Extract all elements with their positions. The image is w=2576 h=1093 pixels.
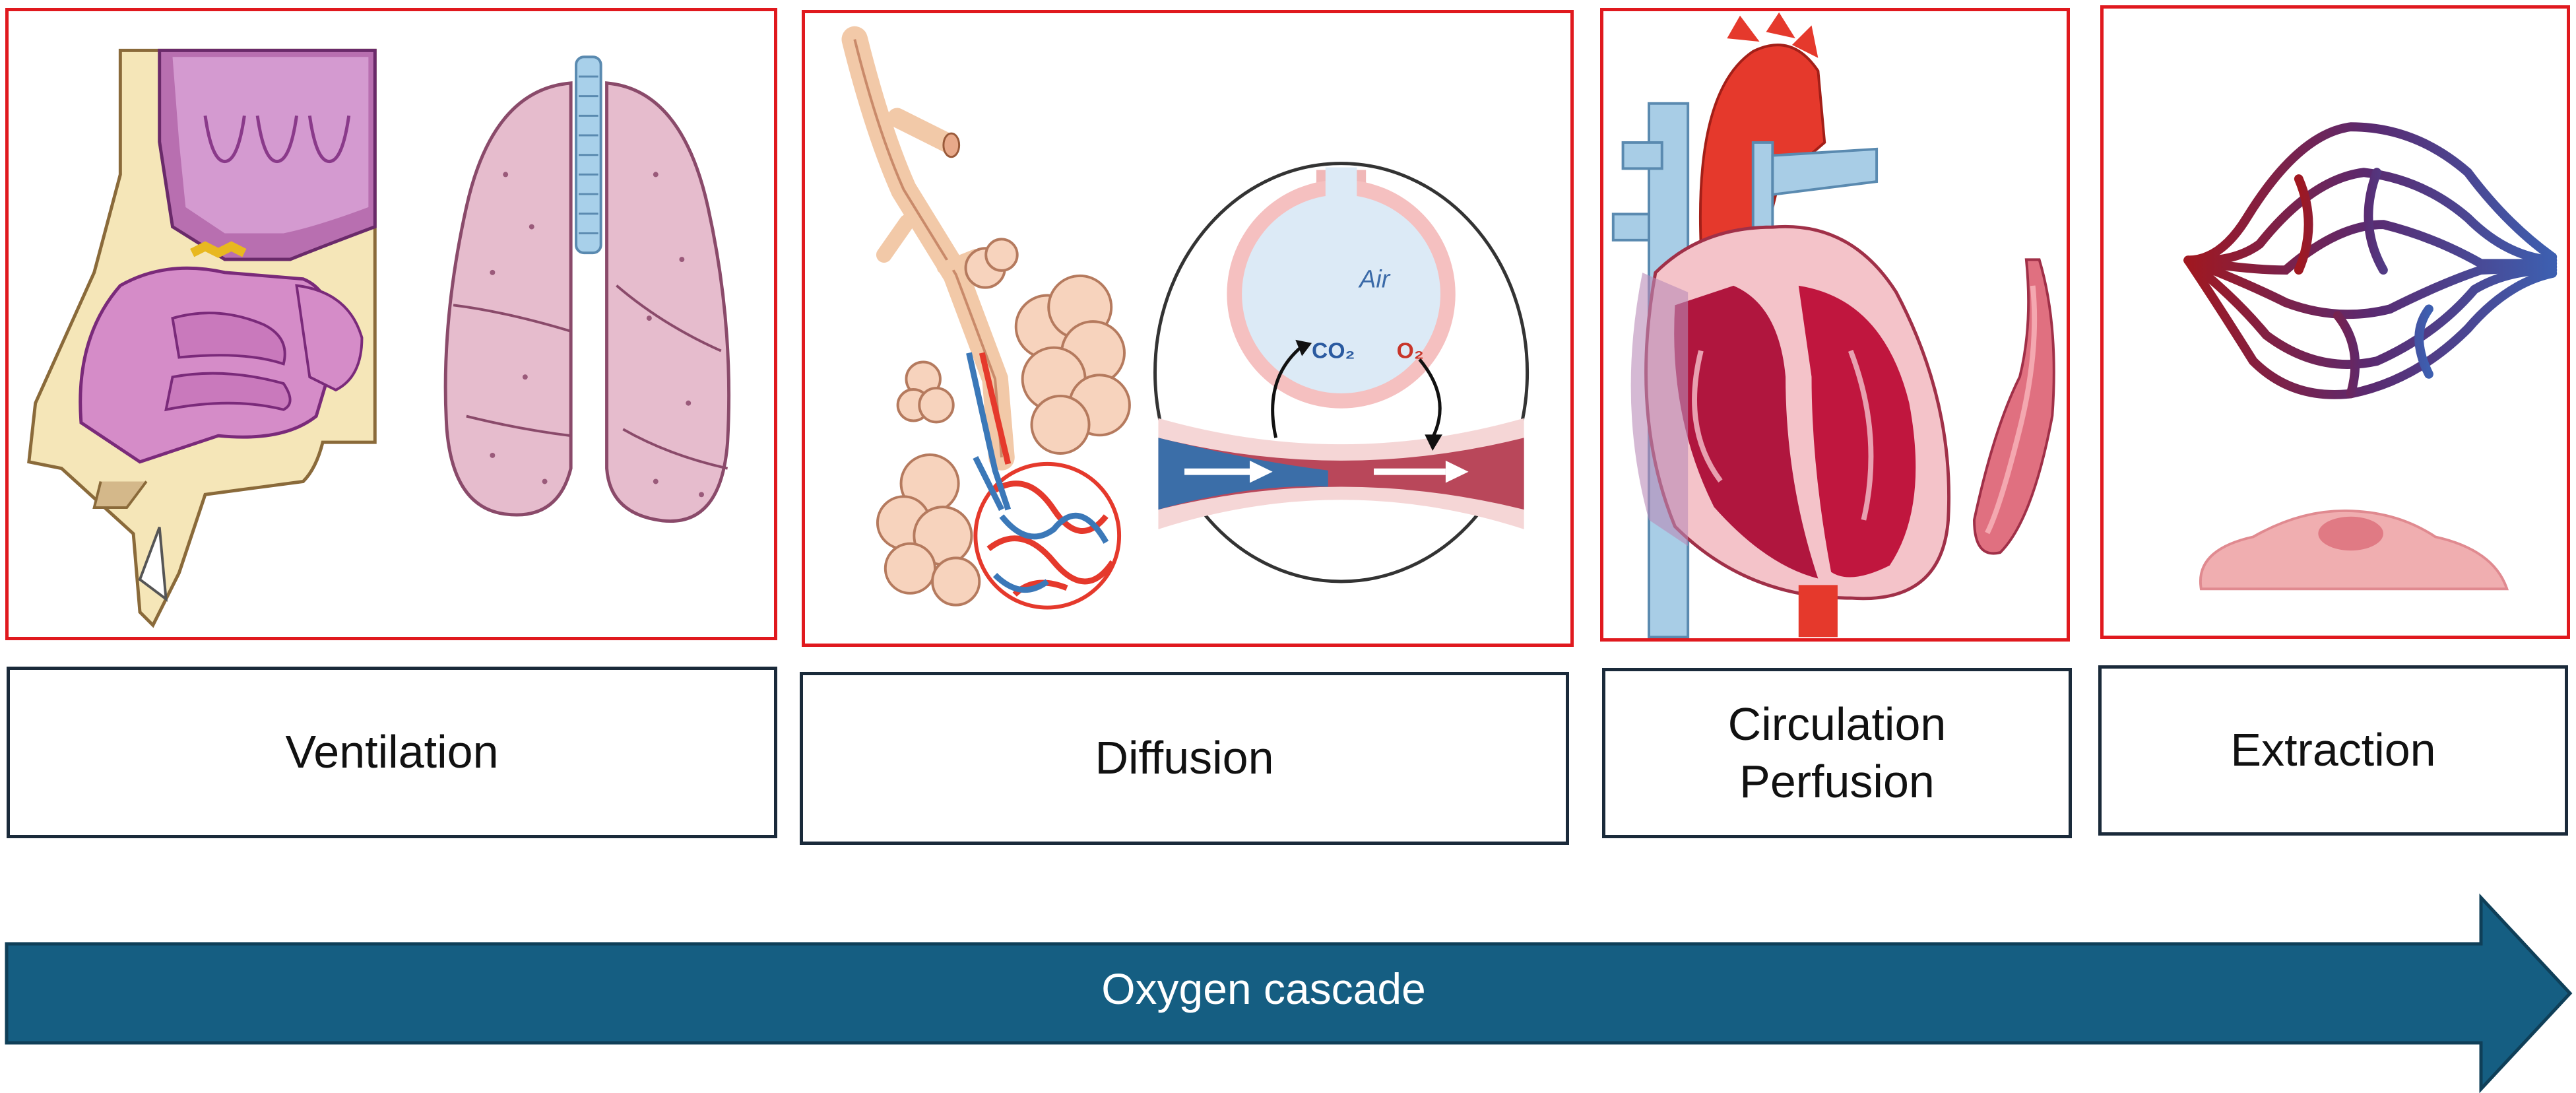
lungs-icon xyxy=(443,55,731,523)
circulation-label: Circulation xyxy=(1727,698,1947,750)
oxygen-cascade-label: Oxygen cascade xyxy=(1101,964,1426,1013)
co2-label: CO₂ xyxy=(1312,339,1355,364)
extraction-panel xyxy=(2100,5,2570,639)
o2-label: O₂ xyxy=(1397,339,1424,364)
heart-and-vessel-illustration xyxy=(1611,12,2055,638)
arrow-body xyxy=(5,893,2573,1093)
ventilation-label: Ventilation xyxy=(285,726,499,778)
diffusion-label: Diffusion xyxy=(1095,732,1274,784)
alveoli-gas-exchange-illustration: Air CO₂ O₂ xyxy=(841,26,1530,610)
capillary-network-icon xyxy=(2183,122,2558,399)
oxygen-cascade-arrow xyxy=(5,893,2573,1093)
alveoli-cluster-icon xyxy=(876,238,1131,607)
gas-exchange-diagram: Air CO₂ O₂ xyxy=(1153,162,1530,583)
extraction-label-box: Extraction xyxy=(2098,665,2568,836)
circulation-label-box: Circulation Perfusion xyxy=(1602,668,2072,838)
capillary-mesh-icon xyxy=(966,352,1122,610)
extraction-label: Extraction xyxy=(2230,724,2436,776)
heart-icon xyxy=(1611,12,1951,638)
bronchial-tree-icon xyxy=(841,26,1015,471)
diffusion-panel: Air CO₂ O₂ xyxy=(802,10,1574,647)
circulation-panel xyxy=(1600,8,2070,642)
nasal-cavity-and-lungs-illustration xyxy=(27,48,731,628)
diffusion-label-box: Diffusion xyxy=(800,672,1569,845)
ventilation-panel xyxy=(5,8,777,640)
nasal-cavity-icon xyxy=(27,48,377,628)
ventilation-label-box: Ventilation xyxy=(7,667,777,838)
air-label: Air xyxy=(1358,265,1390,293)
blood-vessel-icon xyxy=(1973,258,2055,555)
tissue-cell-icon xyxy=(2199,509,2509,591)
capillary-network-and-cell-illustration xyxy=(2183,122,2558,591)
perfusion-label: Perfusion xyxy=(1739,756,1935,807)
